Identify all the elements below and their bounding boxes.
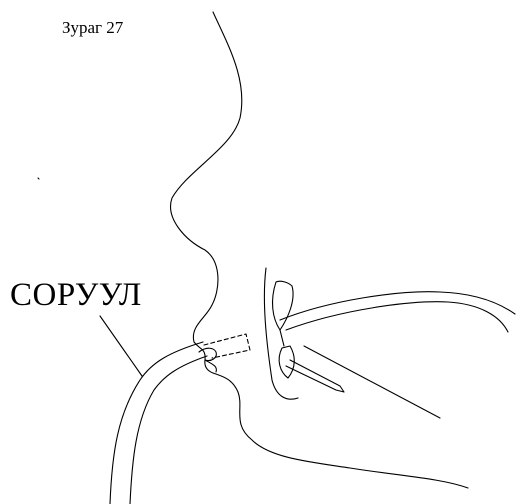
stray-mark bbox=[38, 178, 39, 179]
upper-lip bbox=[199, 348, 216, 360]
lower-lip bbox=[205, 360, 216, 372]
rod-outline bbox=[286, 360, 344, 392]
strap-upper-outer bbox=[280, 292, 515, 320]
clip-lower-leaf bbox=[279, 346, 294, 378]
tube-outer-line bbox=[110, 342, 203, 504]
strap-upper-inner bbox=[286, 302, 508, 332]
clip-post bbox=[280, 330, 284, 346]
pointer-line bbox=[304, 346, 440, 418]
callout-leader-line bbox=[100, 316, 142, 376]
face-profile-outline bbox=[171, 12, 468, 488]
clip-upper-leaf bbox=[273, 281, 294, 330]
tube-hidden-section bbox=[204, 334, 250, 358]
